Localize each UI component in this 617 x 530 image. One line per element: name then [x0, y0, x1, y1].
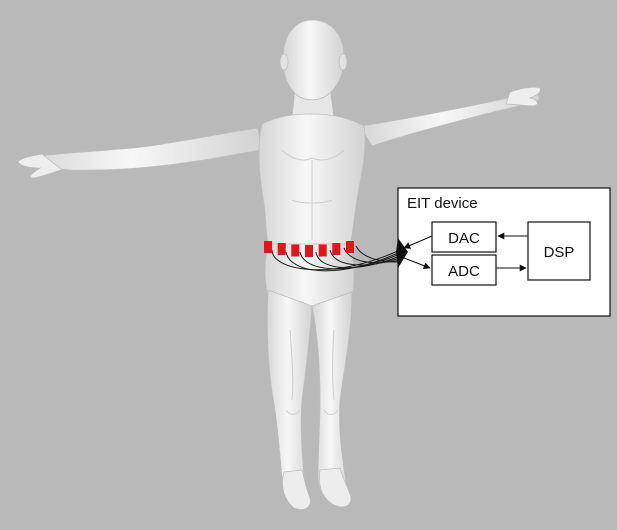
electrode — [264, 241, 272, 253]
eit-device: EIT device DAC ADC DSP — [396, 188, 610, 316]
electrode — [291, 245, 299, 257]
ear-left — [280, 54, 288, 70]
adc-label: ADC — [448, 263, 480, 280]
eit-device-title: EIT device — [407, 195, 478, 212]
electrode — [305, 245, 313, 257]
electrode — [332, 243, 340, 255]
ear-right — [339, 54, 347, 70]
electrode — [319, 245, 327, 257]
head — [283, 20, 344, 100]
dac-label: DAC — [448, 230, 480, 247]
electrode — [346, 241, 354, 253]
dsp-label: DSP — [544, 244, 575, 261]
electrode — [278, 243, 286, 255]
